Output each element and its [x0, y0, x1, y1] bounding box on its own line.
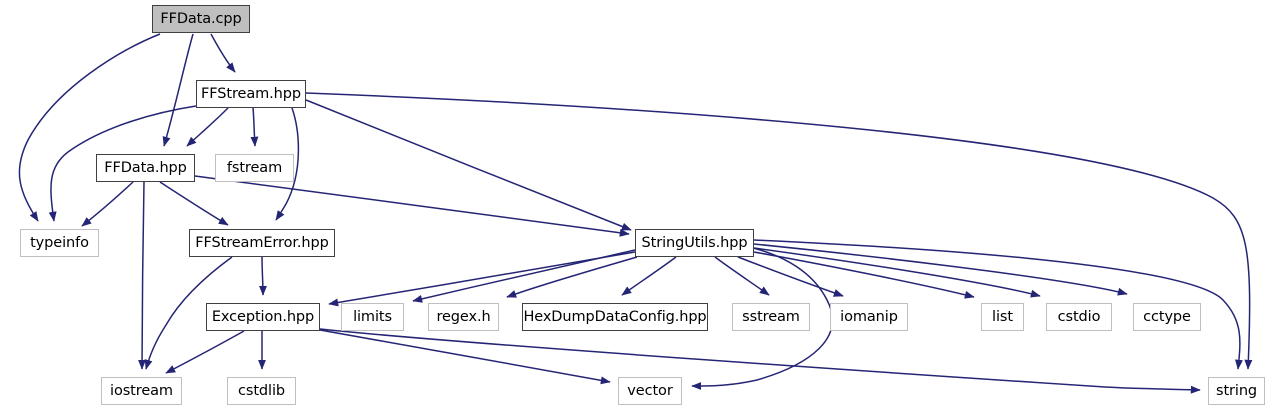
- edge-ffstream-hpp-to-string: [305, 92, 1253, 370]
- node-label: cctype: [1143, 308, 1191, 325]
- node-label: iostream: [110, 382, 173, 399]
- edge-ffstream-hpp-to-ffdata-hpp: [186, 107, 229, 147]
- edge-ffstreamerror-hpp-to-iostream: [144, 256, 233, 370]
- node-list[interactable]: list: [981, 303, 1024, 331]
- node-stringutils-hpp[interactable]: StringUtils.hpp: [635, 229, 754, 257]
- node-label: string: [1215, 382, 1258, 399]
- node-iostream[interactable]: iostream: [101, 377, 182, 405]
- node-label: FFStreamError.hpp: [195, 234, 329, 251]
- node-sstream[interactable]: sstream: [732, 303, 810, 331]
- edge-ffdata-hpp-to-ffstreamerror-hpp: [159, 181, 229, 226]
- node-vector[interactable]: vector: [618, 377, 682, 405]
- node-ffstreamerror-hpp[interactable]: FFStreamError.hpp: [189, 229, 335, 257]
- node-label: iomanip: [840, 308, 898, 325]
- node-label: limits: [353, 308, 392, 325]
- node-label: FFStream.hpp: [201, 85, 301, 102]
- edge-stringutils-hpp-to-cstdio: [753, 247, 1041, 298]
- node-label: FFData.cpp: [160, 10, 242, 27]
- edge-ffdata-cpp-to-ffstream-hpp: [210, 33, 236, 73]
- edge-stringutils-hpp-to-regex-h: [506, 256, 638, 298]
- node-label: cstdio: [1057, 308, 1101, 325]
- node-hexdumpdataconfig-hpp[interactable]: HexDumpDataConfig.hpp: [522, 303, 708, 331]
- node-cstdlib[interactable]: cstdlib: [227, 377, 296, 405]
- edge-ffstream-hpp-to-stringutils-hpp: [305, 99, 632, 231]
- node-ffdata-cpp[interactable]: FFData.cpp: [152, 5, 250, 33]
- edge-ffstream-hpp-to-typeinfo: [48, 105, 197, 222]
- edge-ffdata-hpp-to-stringutils-hpp: [194, 175, 630, 237]
- edge-ffstream-hpp-to-ffstreamerror-hpp: [275, 107, 300, 221]
- node-cstdio[interactable]: cstdio: [1046, 303, 1112, 331]
- node-label: fstream: [226, 159, 283, 176]
- edge-ffdata-hpp-to-iostream: [138, 181, 147, 370]
- edge-ffstream-hpp-to-fstream: [250, 107, 259, 147]
- node-label: cstdlib: [238, 382, 285, 399]
- edge-exception-hpp-to-vector: [319, 329, 611, 385]
- node-ffstream-hpp[interactable]: FFStream.hpp: [196, 80, 306, 108]
- edge-stringutils-hpp-to-iomanip: [737, 256, 844, 297]
- edge-exception-hpp-to-iostream: [165, 330, 245, 374]
- edge-ffstreamerror-hpp-to-exception-hpp: [258, 256, 267, 296]
- node-typeinfo[interactable]: typeinfo: [20, 229, 99, 257]
- edge-ffdata-cpp-to-typeinfo: [18, 33, 161, 222]
- node-label: sstream: [742, 308, 800, 325]
- edge-stringutils-hpp-to-string: [753, 239, 1243, 370]
- edge-stringutils-hpp-to-hexdump-hpp: [621, 256, 677, 296]
- edge-stringutils-hpp-to-limits: [412, 249, 636, 303]
- node-label: Exception.hpp: [211, 308, 315, 325]
- node-fstream[interactable]: fstream: [215, 154, 294, 182]
- node-label: regex.h: [436, 308, 491, 325]
- edge-stringutils-hpp-to-vector: [691, 247, 834, 390]
- node-limits[interactable]: limits: [341, 303, 404, 331]
- node-exception-hpp[interactable]: Exception.hpp: [206, 303, 320, 331]
- edge-paths: [18, 33, 1253, 394]
- node-ffdata-hpp[interactable]: FFData.hpp: [96, 154, 195, 182]
- edge-stringutils-hpp-to-cctype: [753, 243, 1128, 296]
- node-label: vector: [627, 382, 673, 399]
- node-cctype[interactable]: cctype: [1133, 303, 1201, 331]
- edge-stringutils-hpp-to-list: [753, 251, 975, 299]
- node-label: FFData.hpp: [104, 159, 187, 176]
- node-label: HexDumpDataConfig.hpp: [523, 308, 707, 325]
- edge-exception-hpp-to-string: [319, 328, 1201, 394]
- node-string[interactable]: string: [1208, 377, 1265, 405]
- node-label: StringUtils.hpp: [641, 234, 748, 251]
- edge-ffdata-cpp-to-ffdata-hpp: [162, 33, 194, 147]
- edge-ffdata-hpp-to-typeinfo: [81, 181, 134, 227]
- edge-stringutils-hpp-to-sstream: [714, 256, 770, 296]
- node-regex-h[interactable]: regex.h: [428, 303, 499, 331]
- node-label: list: [992, 308, 1013, 325]
- node-label: typeinfo: [30, 234, 89, 251]
- node-iomanip[interactable]: iomanip: [830, 303, 908, 331]
